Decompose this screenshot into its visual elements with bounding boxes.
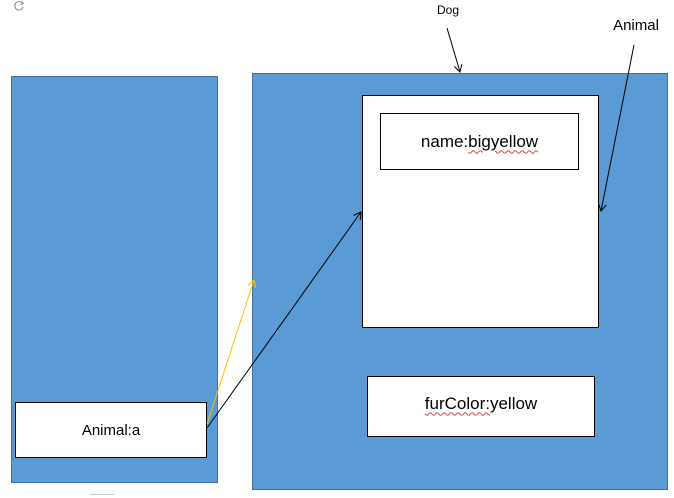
animal-reference-text: Animal:a	[81, 421, 141, 439]
fur-color-field-label: furColor:yellow	[367, 376, 595, 431]
animal-pointer-label: Animal	[613, 16, 659, 34]
name-field-box	[380, 113, 579, 170]
dog-pointer-label: Dog	[436, 3, 459, 17]
animal-reference-label: Animal:a	[15, 402, 207, 458]
bottom-edge-mark	[90, 494, 114, 495]
name-field-label: name:bigyellow	[380, 113, 579, 170]
fur-color-field-box	[367, 376, 595, 437]
animal-reference-box	[15, 402, 207, 458]
name-field-value: bigyellow	[468, 131, 539, 151]
fur-color-field-prefix: furColor:	[424, 393, 490, 413]
fur-color-field-value: yellow	[489, 393, 538, 413]
rotate-handle-icon	[14, 1, 25, 11]
name-field-prefix: name:	[420, 131, 469, 151]
dog-pointer-arrow	[446, 27, 463, 73]
